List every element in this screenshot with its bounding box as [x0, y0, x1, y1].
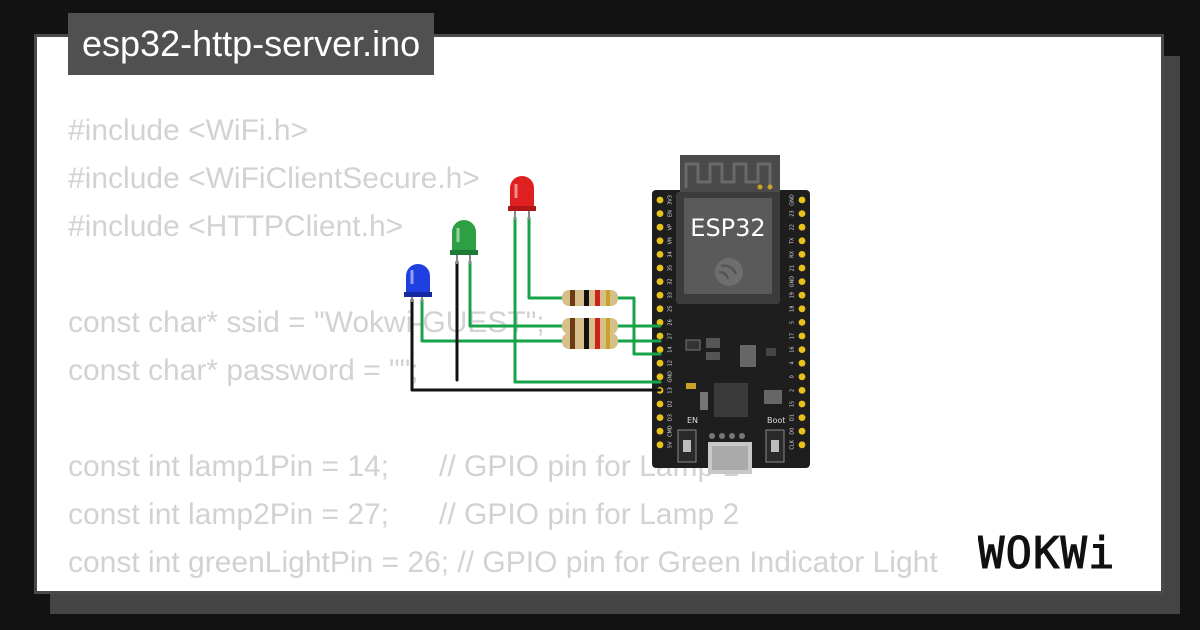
code-preview: #include <WiFi.h> #include <WiFiClientSec…: [68, 107, 938, 587]
code-line: const int lamp1Pin = 14; // GPIO pin for…: [68, 450, 740, 483]
wokwi-logo-text: WOKWi: [978, 528, 1115, 576]
code-line: [68, 251, 938, 299]
code-line: #include <WiFi.h>: [68, 114, 309, 147]
preview-card[interactable]: #include <WiFi.h> #include <WiFiClientSec…: [34, 34, 1164, 594]
project-title[interactable]: esp32-http-server.ino: [68, 13, 435, 75]
code-line: const int lamp2Pin = 27; // GPIO pin for…: [68, 498, 740, 531]
code-line: const int greenLightPin = 26; // GPIO pi…: [68, 546, 938, 579]
code-line: [68, 395, 938, 443]
code-line: #include <HTTPClient.h>: [68, 210, 404, 243]
code-line: const char* ssid = "Wokwi-GUEST";: [68, 306, 545, 339]
code-line: #include <WiFiClientSecure.h>: [68, 162, 480, 195]
wokwi-logo: WOKWi: [978, 528, 1115, 577]
code-line: const char* password = "";: [68, 354, 419, 387]
